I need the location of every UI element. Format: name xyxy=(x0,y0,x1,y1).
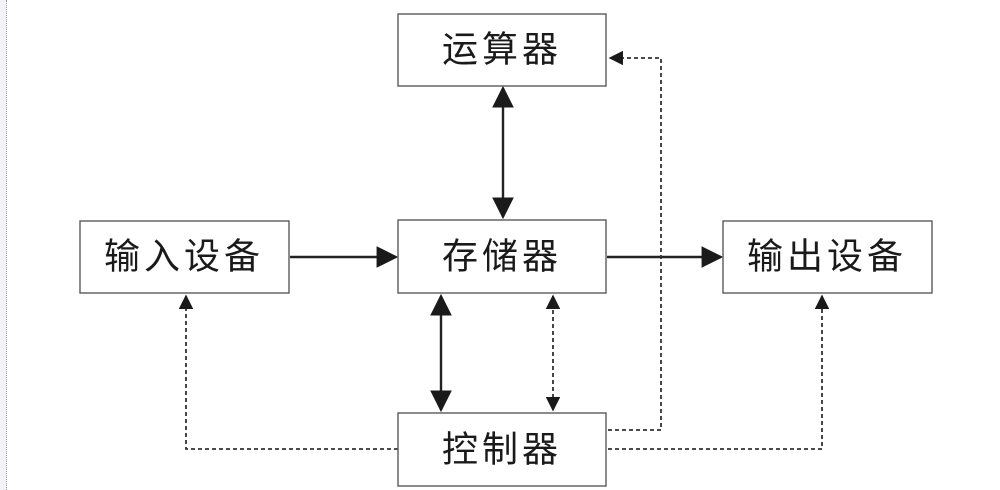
node-input: 输入设备 xyxy=(79,220,290,294)
connectors xyxy=(178,50,830,450)
edge-controller-to-input xyxy=(178,294,398,450)
node-alu-label: 运算器 xyxy=(442,30,562,71)
node-input-label: 输入设备 xyxy=(104,237,264,278)
node-controller: 控制器 xyxy=(397,412,607,487)
node-memory: 存储器 xyxy=(397,219,607,294)
node-alu: 运算器 xyxy=(397,13,607,87)
edge-controller-to-alu xyxy=(608,50,662,431)
node-output-label: 输出设备 xyxy=(747,237,907,278)
node-memory-label: 存储器 xyxy=(442,237,562,278)
node-controller-label: 控制器 xyxy=(442,430,562,471)
left-ruler-strip xyxy=(0,0,7,490)
edge-controller-to-output xyxy=(608,294,830,450)
node-output: 输出设备 xyxy=(722,220,933,294)
